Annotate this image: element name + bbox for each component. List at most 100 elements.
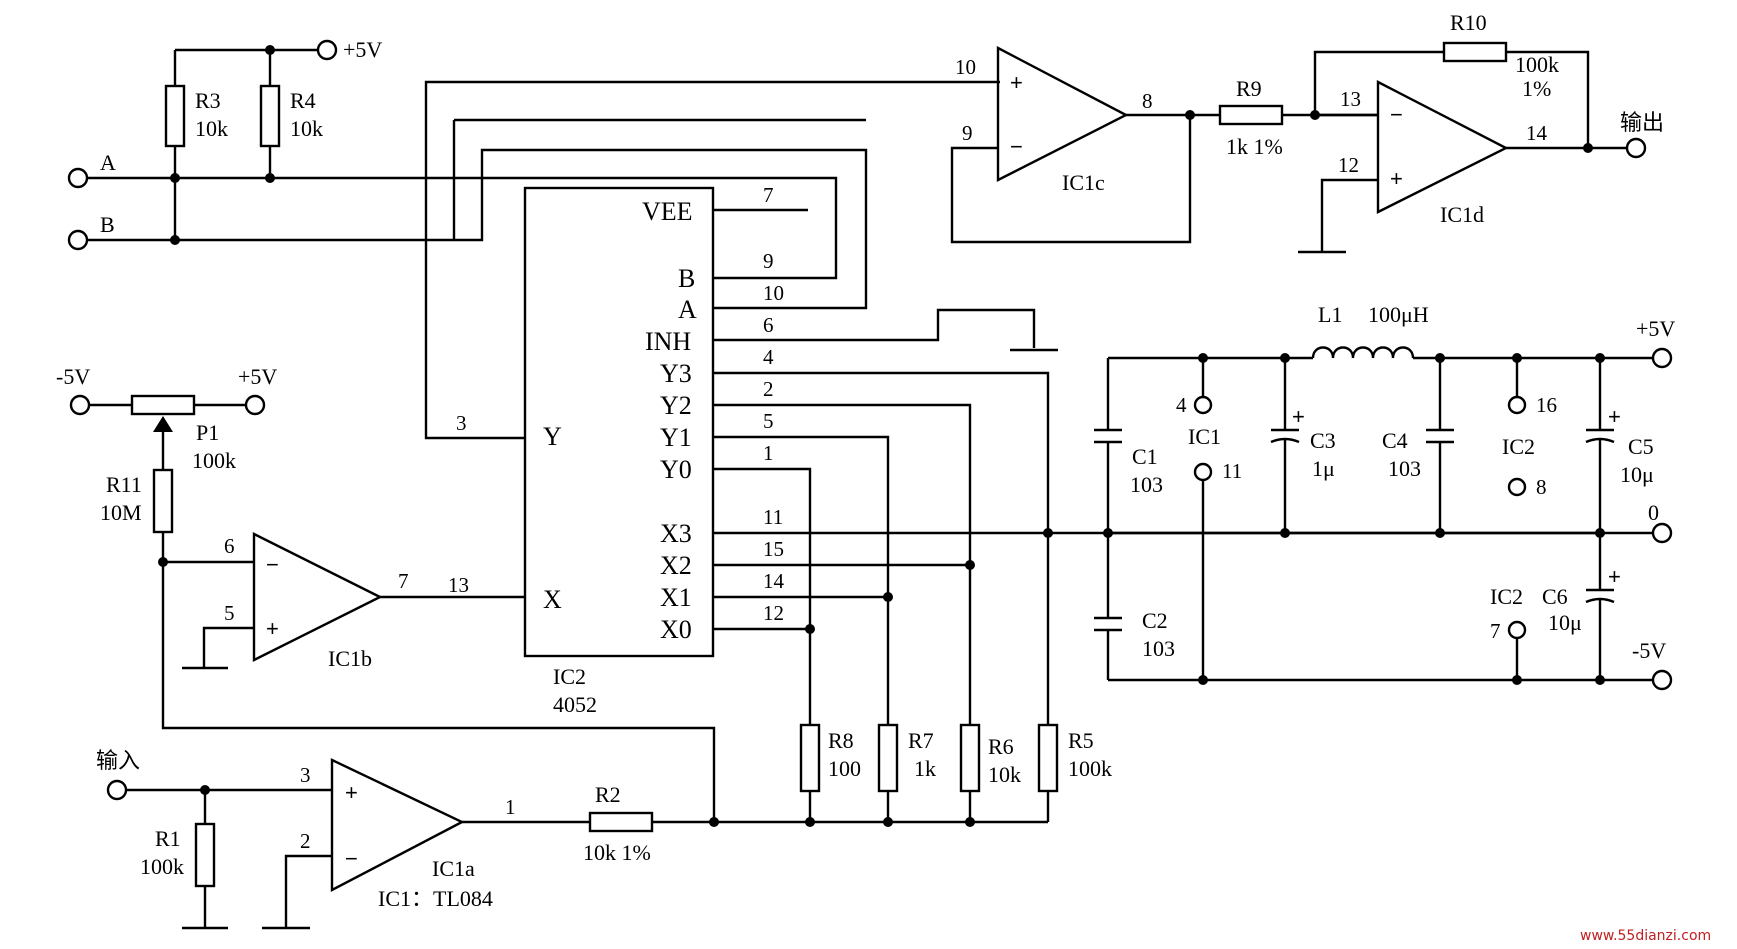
- ic2-pin-num-4: 4: [763, 345, 774, 369]
- ic1b-offset-stage: -5V +5V P1 100k R11 10M − + 6 5 7 IC1b: [56, 364, 716, 822]
- watermark: www.55dianzi.com: [1580, 928, 1711, 944]
- c2-value: 103: [1142, 636, 1175, 661]
- r8-name: R8: [828, 728, 854, 753]
- ic2-vee-name: IC2: [1490, 584, 1523, 609]
- ic2-pin7-terminal: [1507, 620, 1527, 640]
- ic1d-name: IC1d: [1440, 202, 1484, 227]
- pot-vpos-terminal[interactable]: [244, 394, 266, 416]
- ic2-pin-num-2: 2: [763, 377, 774, 401]
- pot-vneg-terminal[interactable]: [69, 394, 91, 416]
- ic1c-pin-10: 10: [955, 55, 976, 79]
- ic2-pin-num-5: 5: [763, 409, 774, 433]
- supply-zero-label: 0: [1648, 500, 1659, 525]
- supply-vpos-terminal[interactable]: [1651, 347, 1673, 369]
- ic2-pin-y2: Y2: [660, 391, 692, 420]
- r3-value: 10k: [195, 116, 228, 141]
- supply-vneg-terminal[interactable]: [1651, 669, 1673, 691]
- ic2-pin-x2: X2: [660, 551, 692, 580]
- ic2-4052: IC2 4052 Y 3 X 13 VEE 7 B 9 A 10 INH 6 Y…: [448, 183, 1600, 717]
- r10-value: 100k: [1515, 52, 1559, 77]
- r9-name: R9: [1236, 76, 1262, 101]
- ic2-pin-num-15: 15: [763, 537, 784, 561]
- ic2-pin-num-10: 10: [763, 281, 784, 305]
- ic2-pin-vee: VEE: [642, 197, 693, 226]
- c1-value: 103: [1130, 472, 1163, 497]
- c2-name: C2: [1142, 608, 1168, 633]
- ic1-part-note: IC1：TL084: [378, 886, 493, 911]
- ic1a-minus: −: [345, 846, 358, 871]
- c5-polarity: +: [1608, 404, 1621, 429]
- terminal-b[interactable]: [67, 229, 89, 251]
- l1-value: 100μH: [1368, 302, 1429, 327]
- ic1d-minus: −: [1390, 102, 1403, 127]
- p1-value: 100k: [192, 448, 236, 473]
- ic1c-pin-9: 9: [962, 121, 973, 145]
- resistor-r10: [1442, 41, 1508, 63]
- r5-name: R5: [1068, 728, 1094, 753]
- ic1-supply-name: IC1: [1188, 424, 1221, 449]
- ic1a-name: IC1a: [432, 856, 475, 881]
- r6-name: R6: [988, 734, 1014, 759]
- output-terminal[interactable]: [1625, 137, 1647, 159]
- ic1a-pin-2: 2: [300, 829, 311, 853]
- ic2-pin-num-7: 7: [763, 183, 774, 207]
- range-resistors: R8 100 R7 1k R6 10k R5 100k: [709, 533, 1112, 827]
- ic2-supply-pin-gnd: 8: [1536, 475, 1547, 499]
- ic2-pin-num-12: 12: [763, 601, 784, 625]
- terminal-a-label: A: [100, 150, 116, 175]
- resistor-r4: [259, 84, 281, 148]
- resistor-r7: [877, 723, 899, 793]
- ic2-pin-x0: X0: [660, 615, 692, 644]
- r10-name: R10: [1450, 10, 1487, 35]
- r11-value: 10M: [100, 500, 142, 525]
- c4-value: 103: [1388, 456, 1421, 481]
- ic2-pin-num-9: 9: [763, 249, 774, 273]
- power-supply-section: L1 100μH +5V 0 -5V C1 103 C2 103 4 IC1 1…: [1094, 302, 1675, 691]
- input-a-b-section: +5V R3 10k R4 10k A B: [67, 37, 868, 310]
- c3-name: C3: [1310, 428, 1336, 453]
- r8-value: 100: [828, 756, 861, 781]
- ic1a-pin-1: 1: [505, 795, 516, 819]
- ic2-pin-x3: X3: [660, 519, 692, 548]
- c4-name: C4: [1382, 428, 1408, 453]
- ic1-pin4-terminal: [1193, 395, 1213, 415]
- ic1-supply-pin-pos: 4: [1176, 393, 1187, 417]
- ic1d-output-stage: R10 100k 1% − + 13 12 14 IC1d 输出: [1298, 10, 1664, 254]
- c6-value: 10μ: [1548, 610, 1582, 635]
- ic1c-name: IC1c: [1062, 170, 1105, 195]
- pot-vneg-label: -5V: [56, 364, 90, 389]
- ic2-part: 4052: [553, 692, 597, 717]
- c3-polarity: +: [1292, 404, 1305, 429]
- potentiometer-p1[interactable]: [130, 394, 196, 416]
- ic2-pin-num-1: 1: [763, 441, 774, 465]
- r2-value: 10k 1%: [583, 840, 651, 865]
- output-label: 输出: [1620, 110, 1664, 135]
- resistor-r2: [588, 811, 654, 833]
- terminal-a[interactable]: [67, 167, 89, 189]
- ic2-name: IC2: [553, 664, 586, 689]
- ic2-pin-label-y: Y: [543, 422, 562, 451]
- ic1b-pin-7: 7: [398, 569, 409, 593]
- resistor-r9: [1218, 104, 1284, 126]
- ic2-pin-inh: INH: [645, 327, 691, 356]
- terminal-b-label: B: [100, 212, 115, 237]
- ic2-pin-y3: Y3: [660, 359, 692, 388]
- ic2-pin-num-3: 3: [456, 411, 467, 435]
- ic2-pin-x1: X1: [660, 583, 692, 612]
- r4-name: R4: [290, 88, 316, 113]
- ic2-vee-pin: 7: [1490, 619, 1501, 643]
- resistor-r1: [194, 822, 216, 888]
- ic1b-name: IC1b: [328, 646, 372, 671]
- ic1b-pin-6: 6: [224, 534, 235, 558]
- vpos-terminal-top[interactable]: [316, 39, 338, 61]
- ic1c-pin-8: 8: [1142, 89, 1153, 113]
- resistor-r5: [1037, 723, 1059, 793]
- pot-vpos-label: +5V: [238, 364, 277, 389]
- resistor-r6: [959, 723, 981, 793]
- ic2-supply-name: IC2: [1502, 434, 1535, 459]
- input-terminal[interactable]: [106, 779, 128, 801]
- r7-name: R7: [908, 728, 934, 753]
- ic1d-pin-14: 14: [1526, 121, 1548, 145]
- c1-name: C1: [1132, 444, 1158, 469]
- supply-zero-terminal[interactable]: [1651, 522, 1673, 544]
